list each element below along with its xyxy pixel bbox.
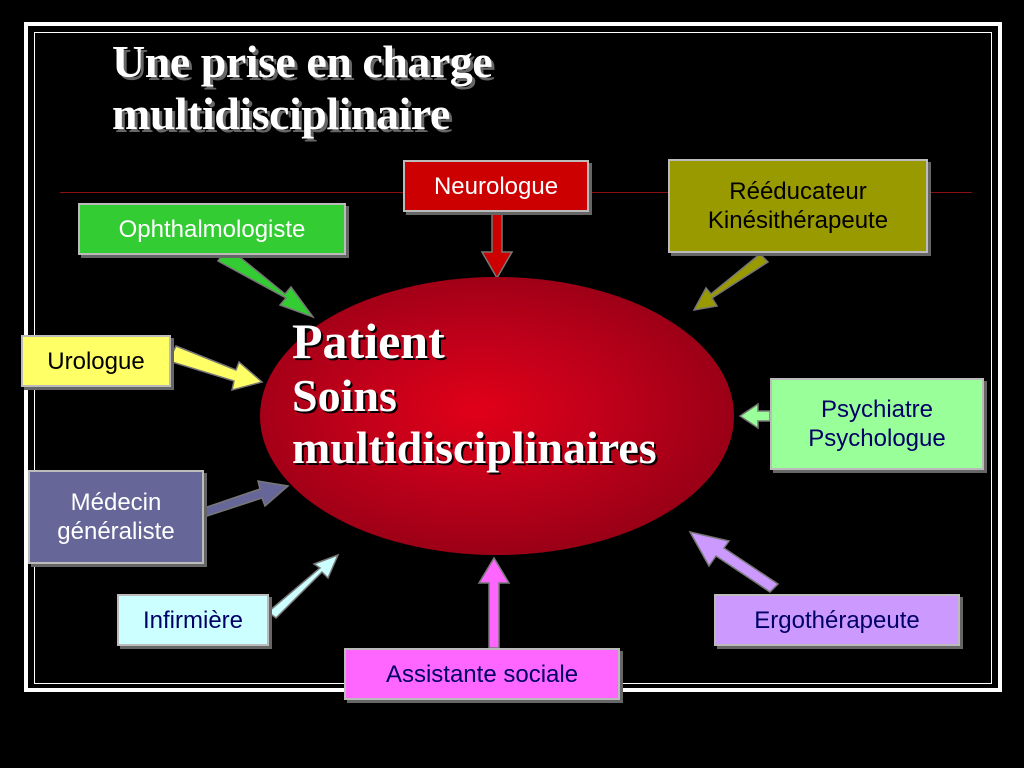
arrow-assistante — [477, 556, 511, 649]
patient-center-label: Patient Soins multidisciplinaires — [292, 312, 657, 474]
arrow-medecin — [203, 480, 290, 519]
slide-title: Une prise en charge multidisciplinaire — [112, 36, 493, 140]
psychiatre-line-1: Psychiatre — [820, 396, 934, 423]
arrow-psychiatre — [738, 402, 771, 430]
medecin-line-1: Médecin — [70, 489, 162, 516]
box-assistante: Assistante sociale — [344, 648, 620, 700]
box-neurologue: Neurologue — [403, 160, 589, 212]
box-reeducateur: Rééducateur Kinésithérapeute — [668, 159, 928, 253]
arrow-ergotherapeute — [688, 530, 780, 593]
center-line-3: multidisciplinaires — [292, 422, 657, 473]
medecin-line-2: généraliste — [57, 518, 175, 545]
arrow-neurologue — [480, 211, 514, 280]
arrow-reeducateur — [692, 252, 770, 312]
box-urologue: Urologue — [21, 335, 171, 387]
box-ophthalmologiste: Ophthalmologiste — [78, 203, 346, 255]
urologue-label: Urologue — [47, 347, 145, 375]
center-line-2: Soins — [292, 370, 397, 421]
box-ergotherapeute: Ergothérapeute — [714, 594, 960, 646]
reeducateur-line-2: Kinésithérapeute — [707, 207, 889, 234]
infirmiere-label: Infirmière — [142, 606, 244, 634]
psychiatre-line-2: Psychologue — [808, 425, 946, 452]
box-medecin: Médecin généraliste — [28, 470, 204, 564]
center-line-1: Patient — [292, 313, 445, 369]
ophthalmologiste-label: Ophthalmologiste — [118, 215, 306, 243]
arrow-ophthalmologiste — [216, 248, 316, 319]
arrow-urologue — [171, 345, 264, 392]
neurologue-label: Neurologue — [433, 172, 559, 200]
assistante-label: Assistante sociale — [385, 660, 579, 688]
title-line-2: multidisciplinaire — [112, 88, 450, 139]
title-line-1: Une prise en charge — [112, 36, 493, 87]
box-infirmiere: Infirmière — [117, 594, 269, 646]
arrow-infirmiere — [266, 553, 340, 619]
reeducateur-line-1: Rééducateur — [729, 178, 867, 205]
ergotherapeute-label: Ergothérapeute — [754, 606, 920, 634]
box-psychiatre: Psychiatre Psychologue — [770, 378, 984, 470]
patient-ellipse — [260, 277, 734, 555]
